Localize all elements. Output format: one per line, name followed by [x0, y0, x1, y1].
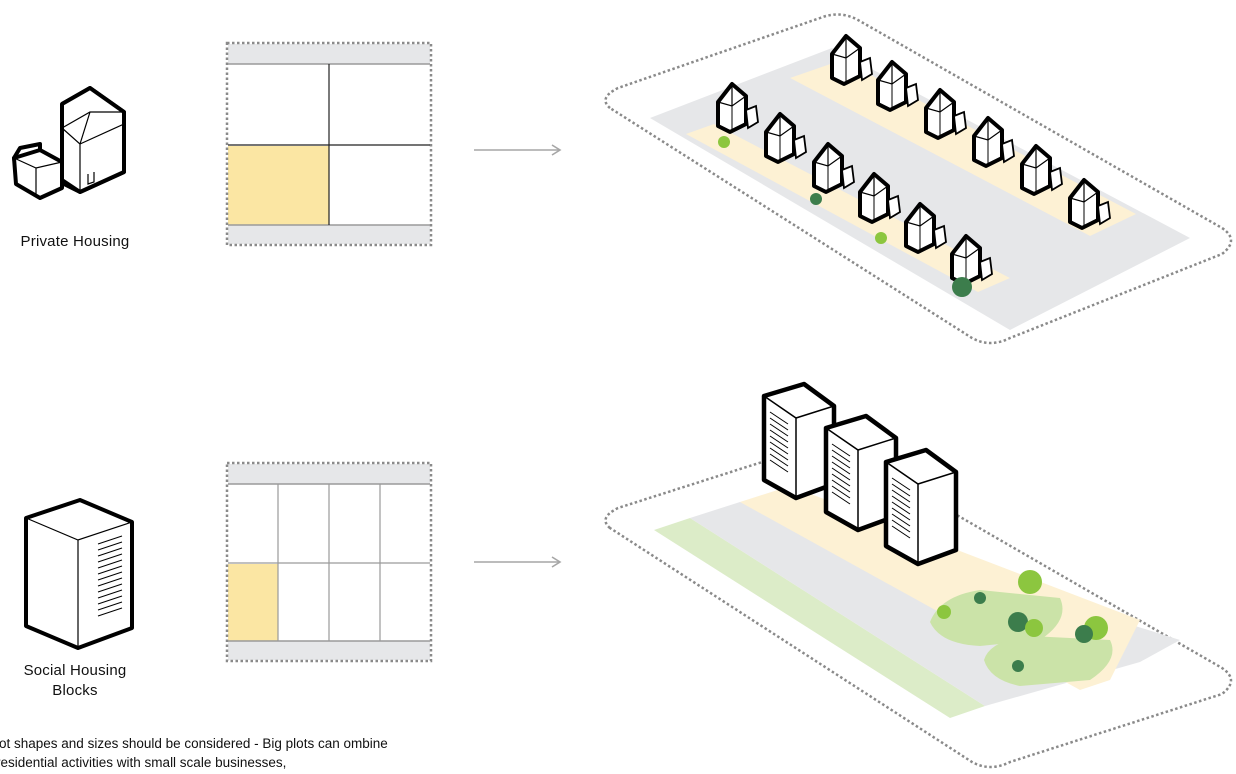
tower-block-icon — [24, 498, 134, 650]
social-housing-neighbourhood — [604, 384, 1233, 769]
arrow-right-icon — [474, 144, 562, 156]
plot-note-text: lot shapes and sizes should be considere… — [0, 736, 388, 770]
house-icon — [12, 86, 126, 200]
highlighted-plot — [228, 146, 329, 225]
social-housing-label: Social Housing Blocks — [23, 662, 127, 699]
arrow-right-icon — [474, 556, 562, 568]
plot-grid-social — [225, 461, 433, 663]
plot-grid-private — [225, 41, 433, 247]
private-housing-label: Private Housing — [20, 233, 130, 250]
highlighted-plot — [228, 564, 278, 641]
private-housing-neighbourhood — [604, 13, 1233, 345]
